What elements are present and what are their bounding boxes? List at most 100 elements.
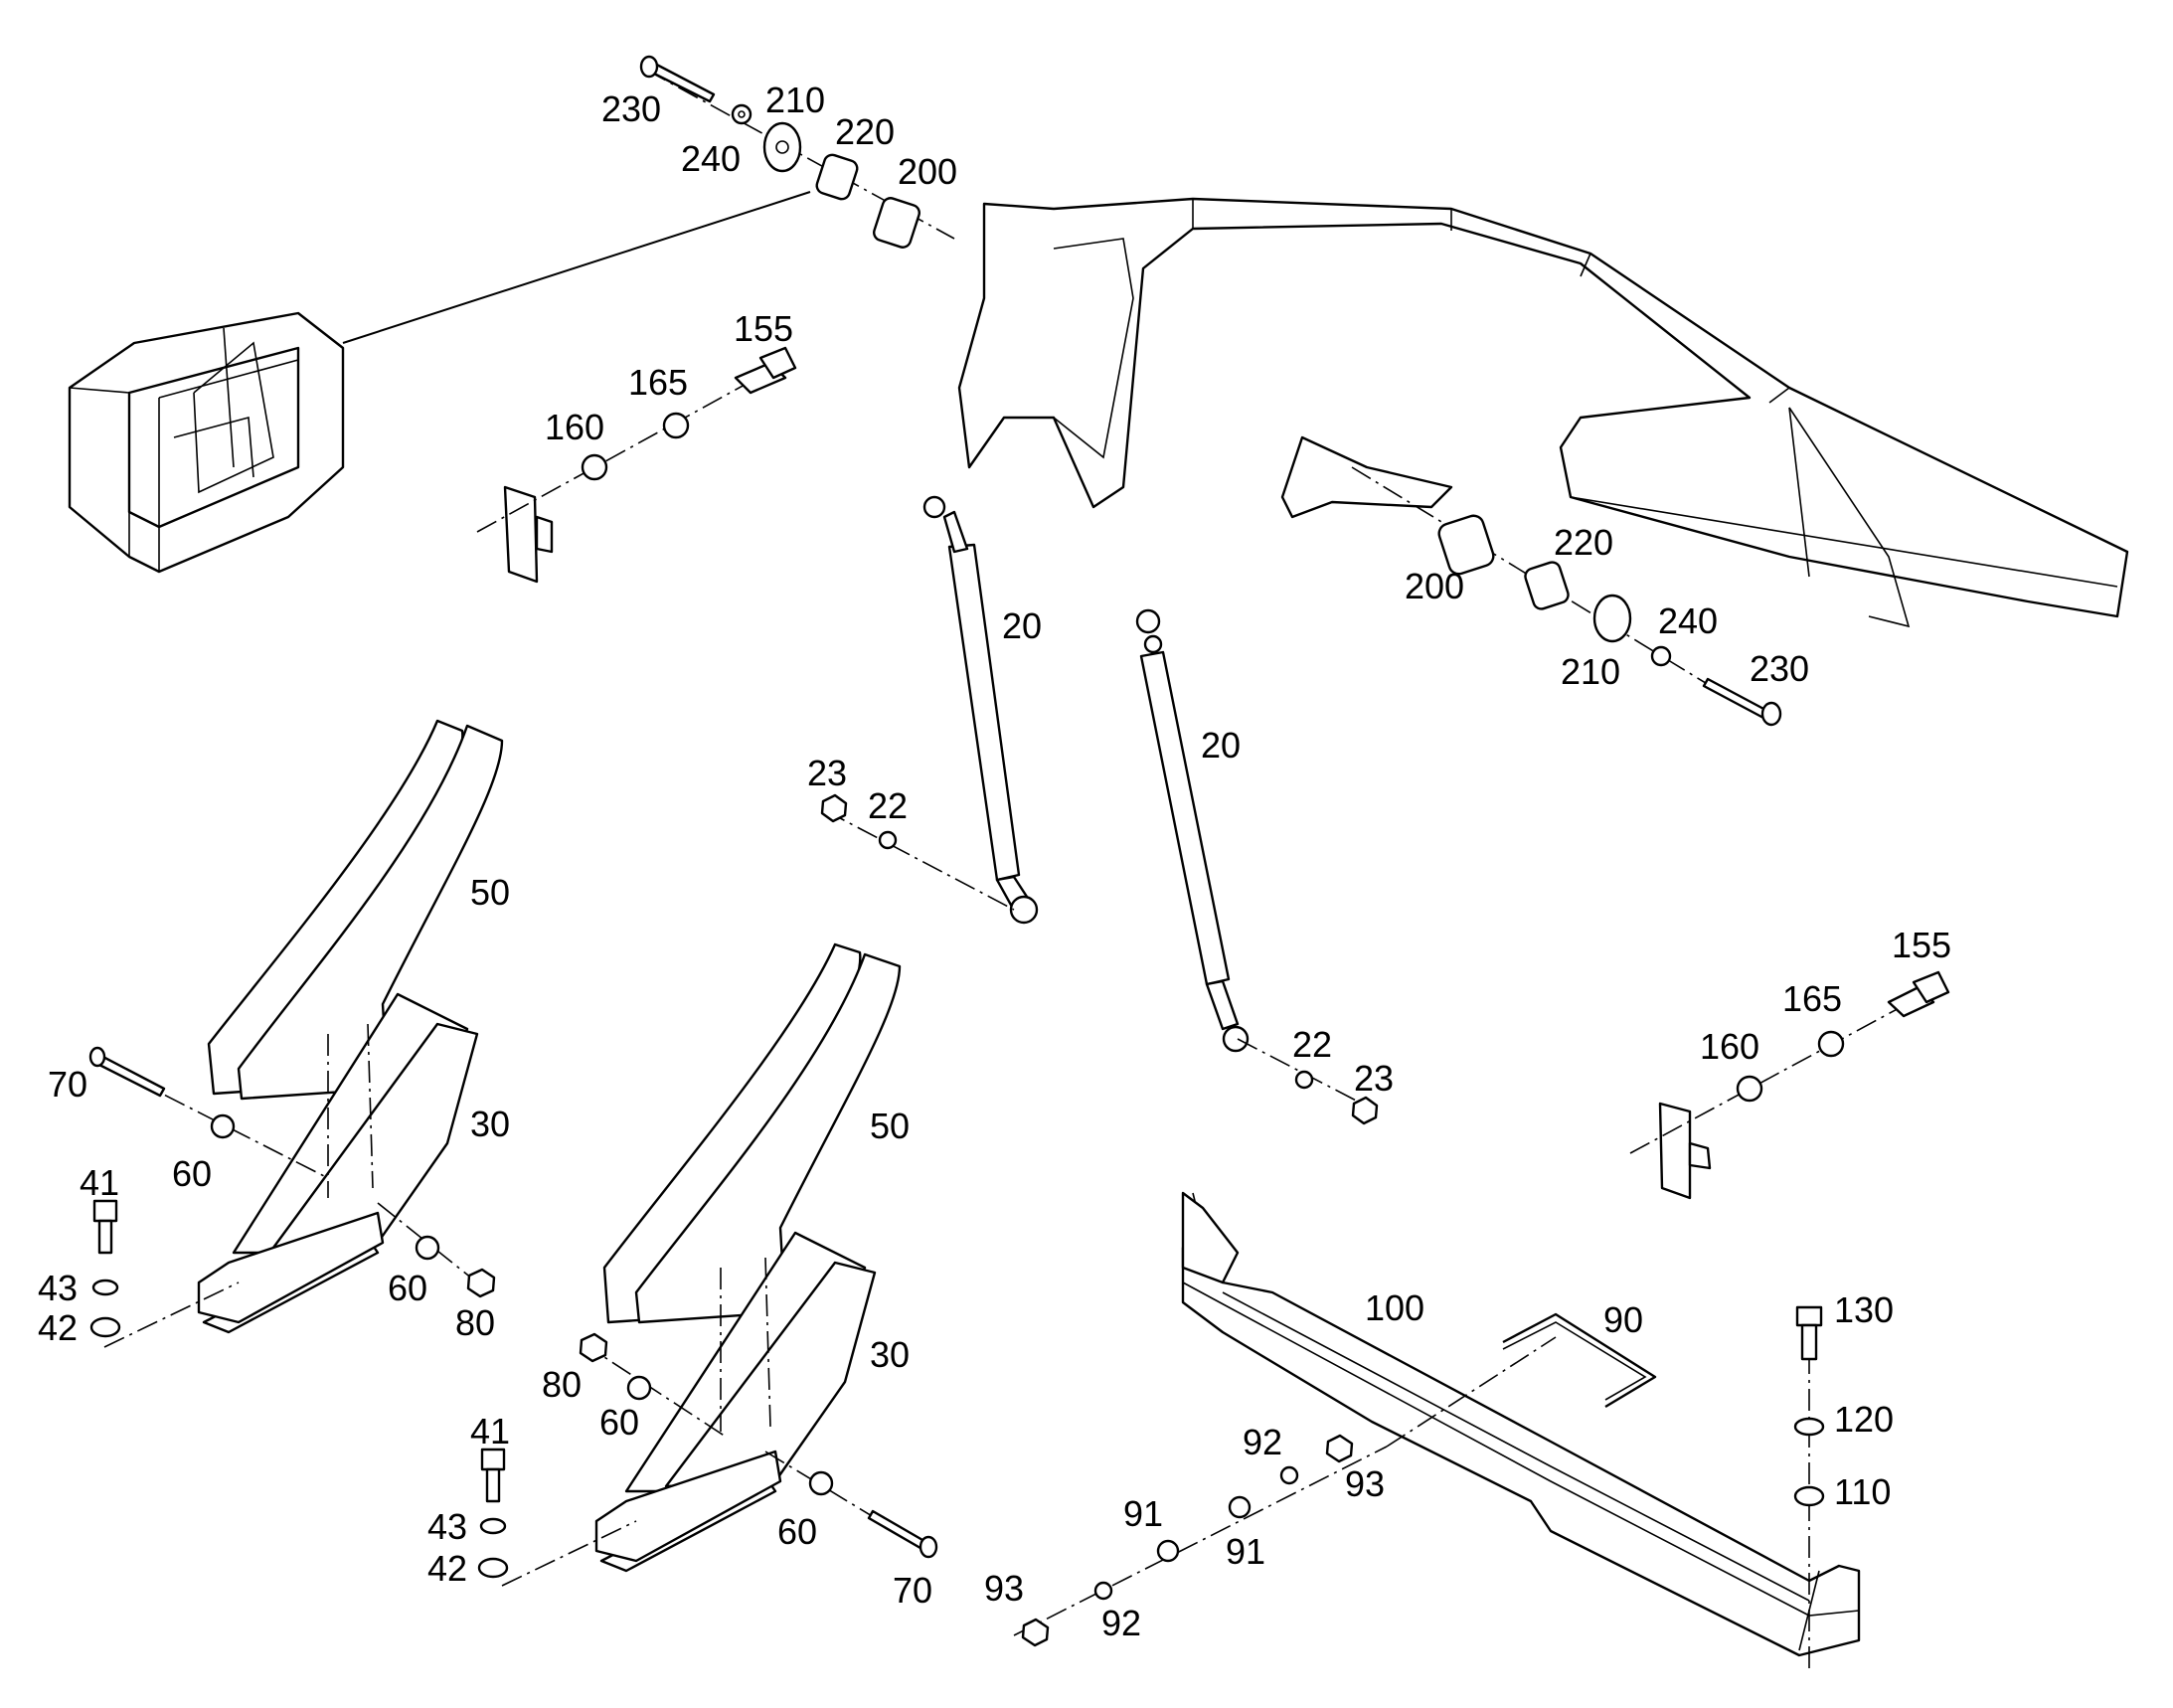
nut-93-bottom (1021, 1618, 1050, 1647)
nut-93-top (1325, 1434, 1354, 1463)
callout-200-top: 200 (898, 151, 957, 192)
callout-93-bottom: 93 (984, 1568, 1024, 1609)
callout-23-right: 23 (1354, 1058, 1394, 1099)
washer-160-right (1736, 1075, 1763, 1103)
callout-130: 130 (1834, 1289, 1894, 1330)
callout-120: 120 (1834, 1399, 1894, 1440)
callout-93-top: 93 (1345, 1463, 1385, 1504)
callout-42-right: 42 (427, 1548, 467, 1589)
washer-60-right-b (808, 1470, 834, 1496)
rail-100 (1181, 1191, 1861, 1657)
fasteners-left-slide (88, 1046, 496, 1348)
callout-160-left: 160 (545, 407, 604, 447)
bush-200-top (873, 197, 920, 249)
housing-leader-line (342, 191, 811, 344)
nut-80-right (579, 1332, 608, 1363)
washer-165-left (662, 412, 690, 439)
callout-92-bottom: 92 (1101, 1603, 1141, 1643)
callout-91-bottom: 91 (1226, 1531, 1265, 1572)
callout-240-top: 240 (681, 138, 741, 179)
callout-20-left: 20 (1002, 605, 1042, 646)
bolt-41-right-head (480, 1448, 506, 1471)
callout-220-top: 220 (835, 111, 895, 152)
washer-110 (1793, 1485, 1825, 1507)
callout-70-left: 70 (48, 1064, 87, 1105)
callout-110: 110 (1834, 1471, 1891, 1512)
machine-housing (68, 191, 811, 574)
callout-230-right: 230 (1750, 648, 1809, 689)
fasteners-right-slide (477, 1332, 938, 1587)
bracket-right (1629, 970, 1950, 1200)
washer-42-left (89, 1316, 121, 1338)
strut-fasteners (820, 793, 1379, 1125)
washer-43-left (91, 1279, 119, 1296)
bush-220-right (1524, 561, 1570, 610)
callout-60-left-b: 60 (388, 1268, 427, 1308)
disc-210-right (1592, 594, 1632, 643)
pivot-hardware-top (639, 55, 955, 249)
nut-23-left (820, 793, 848, 823)
nut-80-left (466, 1268, 496, 1298)
bolt-41-left-head (92, 1199, 118, 1223)
callout-200-right: 200 (1405, 566, 1464, 606)
callout-230-top: 230 (601, 88, 661, 129)
washer-240-right (1650, 645, 1672, 667)
fasteners-rail (1021, 1305, 1825, 1670)
callout-210-right: 210 (1561, 651, 1620, 692)
bolt-130-head (1795, 1305, 1823, 1327)
callout-23-left: 23 (807, 753, 847, 793)
callout-labels: 230 210 240 220 200 155 165 160 20 20 23… (38, 80, 1951, 1643)
callout-92-top: 92 (1243, 1422, 1282, 1462)
slide-assembly-right (594, 942, 902, 1573)
washer-92-bottom (1093, 1581, 1113, 1601)
callout-20-right: 20 (1201, 725, 1241, 766)
pivot-hardware-right (1351, 466, 1782, 727)
washer-120 (1793, 1417, 1825, 1437)
callout-240-right: 240 (1658, 600, 1718, 641)
callout-50-left: 50 (470, 872, 510, 913)
rod-90 (1502, 1312, 1657, 1409)
callout-22-right: 22 (1292, 1024, 1332, 1065)
callout-80-right: 80 (542, 1364, 582, 1405)
callout-60-left-a: 60 (172, 1153, 212, 1194)
bracket-left (476, 346, 797, 584)
bush-220-top (815, 153, 859, 201)
callout-155-left: 155 (734, 308, 793, 349)
callout-100: 100 (1365, 1287, 1424, 1328)
washer-60-left-a (210, 1113, 236, 1139)
washer-60-right-a (626, 1375, 652, 1401)
callout-42-left: 42 (38, 1307, 78, 1348)
washer-43-right (479, 1517, 507, 1535)
callout-165-right: 165 (1782, 978, 1842, 1019)
washer-92-top (1279, 1465, 1299, 1485)
callout-91-top: 91 (1123, 1493, 1163, 1534)
washer-240-top (731, 103, 752, 125)
washer-42-right (477, 1557, 509, 1579)
callout-155-right: 155 (1892, 925, 1951, 965)
washer-91-bottom (1156, 1539, 1180, 1563)
callout-210-top: 210 (765, 80, 825, 120)
washer-60-left-b (415, 1235, 440, 1261)
callout-90: 90 (1603, 1299, 1643, 1340)
main-frame (957, 197, 2129, 628)
slide-assembly-left (197, 719, 504, 1334)
gas-strut-right (1135, 608, 1250, 1053)
nut-23-right (1351, 1096, 1379, 1125)
washer-165-right (1817, 1030, 1845, 1058)
callout-41-left: 41 (80, 1162, 119, 1203)
callout-22-left: 22 (868, 785, 908, 826)
gas-strut-left (922, 495, 1039, 925)
callout-50-right: 50 (870, 1106, 910, 1146)
callout-41-right: 41 (470, 1411, 510, 1452)
callout-43-right: 43 (427, 1506, 467, 1547)
callout-60-right-a: 60 (599, 1402, 639, 1443)
disc-210-top (762, 121, 802, 173)
callout-80-left: 80 (455, 1302, 495, 1343)
washer-91-top (1228, 1495, 1252, 1519)
callout-30-left: 30 (470, 1104, 510, 1144)
callout-165-left: 165 (628, 362, 688, 403)
callout-220-right: 220 (1554, 522, 1613, 563)
callout-43-left: 43 (38, 1268, 78, 1308)
